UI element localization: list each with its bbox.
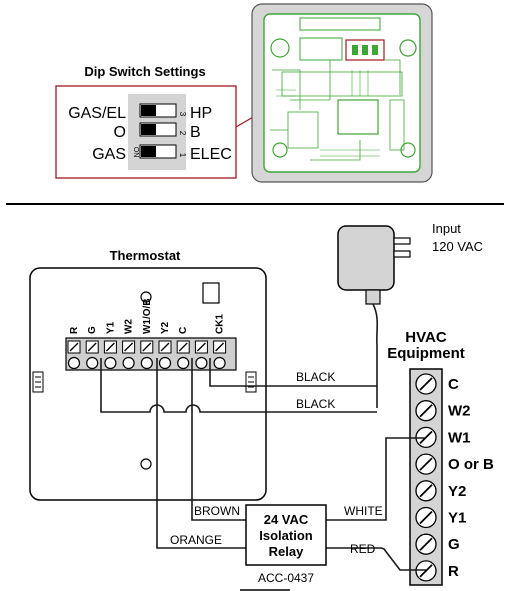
- dip-switch-3: [141, 105, 156, 116]
- thermostat-terminal-slot: [160, 342, 170, 352]
- wire-label-white: WHITE: [344, 504, 383, 518]
- dip-row-3-right: HP: [190, 105, 212, 122]
- dip-row-2-left: O: [114, 124, 126, 141]
- input-label-line2: 120 VAC: [432, 239, 483, 254]
- isolation-relay: 24 VAC Isolation Relay: [245, 504, 327, 566]
- wire-label-red: RED: [350, 542, 376, 556]
- wire-label-orange: ORANGE: [170, 533, 222, 547]
- brown-wire: [191, 358, 246, 521]
- relay-line1: 24 VAC: [264, 512, 309, 527]
- dip-row-1-number: 1: [178, 153, 187, 158]
- adapter-cord: [372, 303, 379, 408]
- thermostat-terminal-slot: [215, 342, 225, 352]
- wiring: [100, 303, 426, 571]
- thermostat-terminal-label: R: [69, 326, 80, 334]
- thermostat-terminal-slot: [196, 342, 206, 352]
- thermostat-terminal-slot: [105, 342, 115, 352]
- dip-row-3-number: 3: [178, 112, 187, 117]
- dip-row-3-left: GAS/EL: [68, 105, 126, 122]
- hvac-terminal-slot: [419, 484, 433, 498]
- hvac-terminal-slot: [419, 537, 433, 551]
- wire-label-black-bottom: BLACK: [296, 397, 335, 411]
- red-wire: [325, 547, 426, 571]
- hvac-terminal-label: Y2: [448, 483, 466, 500]
- hvac-terminal-label: W1: [448, 429, 471, 446]
- dip-row-1-left: GAS: [92, 146, 126, 163]
- dip-row-1: GAS 1 ELEC: [92, 144, 232, 163]
- hvac-terminal-slot: [419, 457, 433, 471]
- wire-label-black-top: BLACK: [296, 370, 335, 384]
- hvac-terminal-label: W2: [448, 403, 471, 420]
- thermostat-terminal-post: [67, 356, 81, 370]
- hvac-title-line2: Equipment: [387, 345, 465, 362]
- relay-part-number: ACC-0437: [258, 571, 314, 585]
- dip-on-label: ON: [132, 147, 139, 158]
- input-label-line1: Input: [432, 221, 461, 236]
- dip-switch-title: Dip Switch Settings: [84, 64, 205, 79]
- thermostat-terminal-slot: [87, 342, 97, 352]
- thermostat-terminal-post: [177, 356, 190, 370]
- hvac-terminal-slot: [419, 377, 433, 391]
- thermostat-terminal-post: [158, 356, 172, 370]
- dip-row-2: O 2 B: [114, 122, 201, 141]
- orange-wire: [156, 358, 246, 549]
- thermostat-body: [29, 267, 267, 501]
- hvac-terminal-label: O or B: [448, 456, 494, 473]
- thermostat-terminal-post: [140, 356, 153, 370]
- relay-line3: Relay: [269, 544, 304, 559]
- thermostat-terminal-label: C: [178, 327, 189, 334]
- thermostat-terminal-slot: [142, 342, 152, 352]
- thermostat-terminal-post: [104, 356, 117, 370]
- thermostat-title: Thermostat: [110, 248, 181, 263]
- hvac-title-line1: HVAC: [405, 329, 447, 346]
- thermostat-terminal-label: W2: [124, 319, 135, 334]
- relay-line2: Isolation: [259, 528, 313, 543]
- circuit-board: [251, 3, 433, 183]
- dip-switch-2: [141, 124, 156, 135]
- dip-switch-1: [141, 146, 156, 157]
- hvac-terminal-slot: [419, 510, 433, 525]
- thermostat-terminal-label: CK1: [215, 314, 226, 334]
- dip-row-2-right: B: [190, 124, 201, 141]
- dip-switch-panel: GAS/EL 3 HP O 2 B GAS 1 ELEC ON: [55, 85, 237, 179]
- thermostat-terminal-post: [195, 356, 208, 370]
- wire-label-brown: BROWN: [194, 504, 240, 518]
- hvac-terminal-label: Y1: [448, 510, 466, 527]
- black-wire-2: [100, 358, 377, 413]
- black-wire-1: [209, 358, 377, 387]
- dip-row-3: GAS/EL 3 HP: [68, 103, 212, 122]
- board-dip-highlight: [345, 39, 385, 61]
- hvac-terminal-label: R: [448, 563, 459, 580]
- thermostat-terminal-label: G: [87, 326, 98, 334]
- power-adapter: [337, 225, 411, 305]
- thermostat-terminal-label: Y1: [105, 321, 116, 334]
- dip-row-1-right: ELEC: [190, 146, 232, 163]
- thermostat-terminal-post: [213, 356, 226, 370]
- thermostat-terminal-slot: [124, 342, 134, 352]
- thermostat-terminal-slot: [178, 342, 188, 352]
- thermostat-terminal-post: [122, 356, 135, 370]
- thermostat-terminal-label: Y2: [160, 321, 171, 334]
- thermostat-terminal-slot: [69, 342, 79, 352]
- hvac-terminal-slot: [419, 404, 433, 418]
- white-wire: [325, 437, 426, 521]
- hvac-terminal-label: G: [448, 536, 460, 553]
- hvac-terminal-slot: [419, 564, 433, 578]
- thermostat-terminal-label: W1/O/B: [142, 298, 153, 334]
- hvac-terminal-label: C: [448, 376, 459, 393]
- dip-row-2-number: 2: [178, 131, 187, 136]
- thermostat-terminal-post: [86, 356, 99, 370]
